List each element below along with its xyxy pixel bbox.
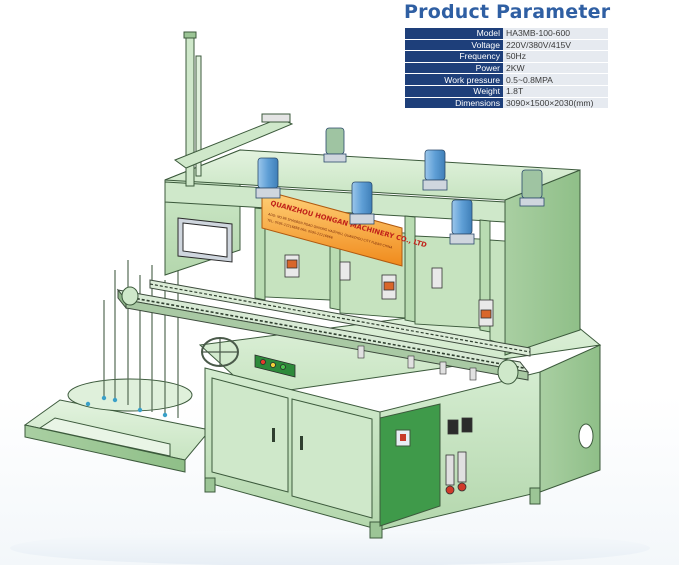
work-heads	[284, 254, 494, 327]
param-value: 50Hz	[503, 50, 608, 63]
cabinet-doors	[211, 377, 373, 519]
param-row-voltage: Voltage 220V/380V/415V	[405, 39, 608, 52]
product-parameter-table: Model HA3MB-100-600 Voltage 220V/380V/41…	[405, 28, 608, 110]
motor-6	[519, 169, 545, 207]
hmi-screen	[177, 217, 233, 263]
motor-4	[422, 149, 448, 191]
param-row-model: Model HA3MB-100-600	[405, 28, 608, 40]
param-value: 0.5~0.8MPA	[503, 73, 608, 86]
param-value: HA3MB-100-600	[503, 28, 608, 40]
motor-1	[255, 157, 281, 199]
pneumatic-valves	[445, 417, 473, 495]
machine-illustration: QUANZHOU HONGAN MACHINERY CO., LTD ADD: …	[10, 31, 650, 565]
conveyor-end-sprockets	[121, 286, 519, 385]
param-label: Model	[405, 28, 503, 40]
electrical-panel	[379, 403, 441, 527]
motor-3	[349, 181, 375, 225]
pneumatic-mast	[183, 31, 202, 187]
wire-rod-tips	[85, 395, 168, 418]
side-porthole	[578, 423, 594, 449]
param-row-power: Power 2KW	[405, 62, 608, 75]
param-label: Power	[405, 62, 503, 75]
param-label: Work pressure	[405, 73, 503, 86]
param-row-weight: Weight 1.8T	[405, 85, 608, 98]
param-value: 3090×1500×2030(mm)	[503, 97, 608, 110]
param-value: 2KW	[503, 62, 608, 75]
product-parameter-title: Product Parameter	[404, 1, 611, 23]
left-base-frame	[23, 378, 211, 473]
motor-5	[449, 199, 475, 245]
param-row-work-pressure: Work pressure 0.5~0.8MPA	[405, 73, 608, 86]
param-label: Voltage	[405, 39, 503, 52]
conveyor	[116, 279, 531, 381]
floor-shadow	[10, 530, 650, 565]
param-value: 1.8T	[503, 85, 608, 98]
motor-2	[323, 127, 347, 163]
motors	[255, 127, 545, 245]
conveyor-clamps	[357, 345, 477, 381]
control-button-box	[254, 354, 296, 378]
param-label: Dimensions	[405, 97, 503, 110]
param-row-frequency: Frequency 50Hz	[405, 50, 608, 63]
param-row-dimensions: Dimensions 3090×1500×2030(mm)	[405, 97, 608, 110]
handwheel	[201, 337, 239, 367]
param-label: Weight	[405, 85, 503, 98]
top-cylinder	[173, 113, 294, 169]
param-value: 220V/380V/415V	[503, 39, 608, 52]
param-label: Frequency	[405, 50, 503, 63]
